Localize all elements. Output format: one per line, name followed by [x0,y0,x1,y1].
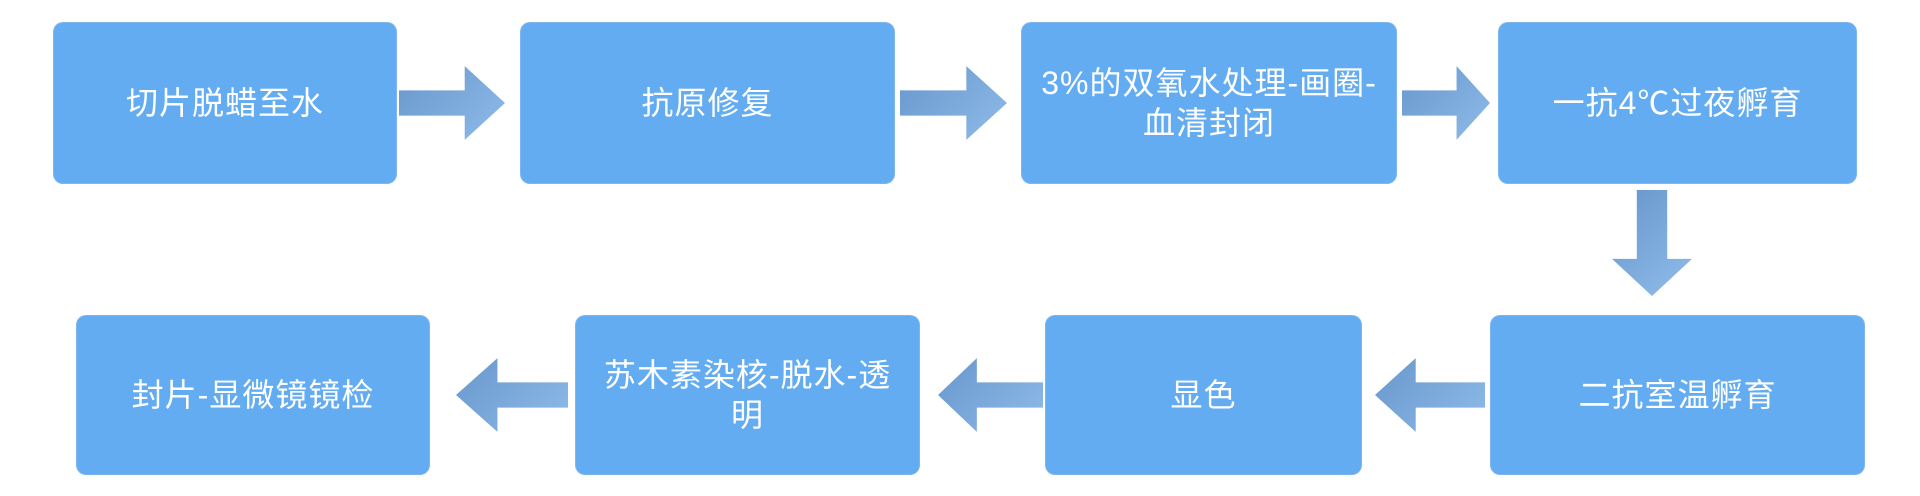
arrow-right-icon-2 [900,66,1007,140]
arrow-right-icon-1 [399,66,505,140]
flow-step-5-box: 二抗室温孵育 [1490,315,1865,475]
flow-step-4-box: 一抗4℃过夜孵育 [1498,22,1857,184]
flow-step-6-box: 显色 [1045,315,1362,475]
flow-step-1-label: 切片脱蜡至水 [125,85,324,121]
arrow-down-icon [1612,190,1692,296]
arrow-left-icon-1 [1375,358,1485,432]
flow-step-5-label: 二抗室温孵育 [1578,377,1777,413]
flow-step-8-box: 封片-显微镜镜检 [76,315,430,475]
flow-step-4-label: 一抗4℃过夜孵育 [1552,85,1803,121]
flow-step-2-box: 抗原修复 [520,22,895,184]
arrow-left-icon-2 [938,358,1043,432]
flow-step-8-label: 封片-显微镜镜检 [131,377,375,413]
flow-step-7-box: 苏木素染核-脱水-透 明 [575,315,920,475]
flow-step-6-label: 显色 [1170,377,1237,413]
arrow-left-icon-3 [456,358,568,432]
flow-step-1-box: 切片脱蜡至水 [53,22,397,184]
flow-step-2-label: 抗原修复 [641,85,774,121]
arrow-right-icon-3 [1402,66,1490,140]
flow-step-3-label: 3%的双氧水处理-画圈- 血清封闭 [1041,65,1377,141]
flow-step-7-label: 苏木素染核-脱水-透 明 [603,357,892,433]
flow-step-3-box: 3%的双氧水处理-画圈- 血清封闭 [1021,22,1397,184]
